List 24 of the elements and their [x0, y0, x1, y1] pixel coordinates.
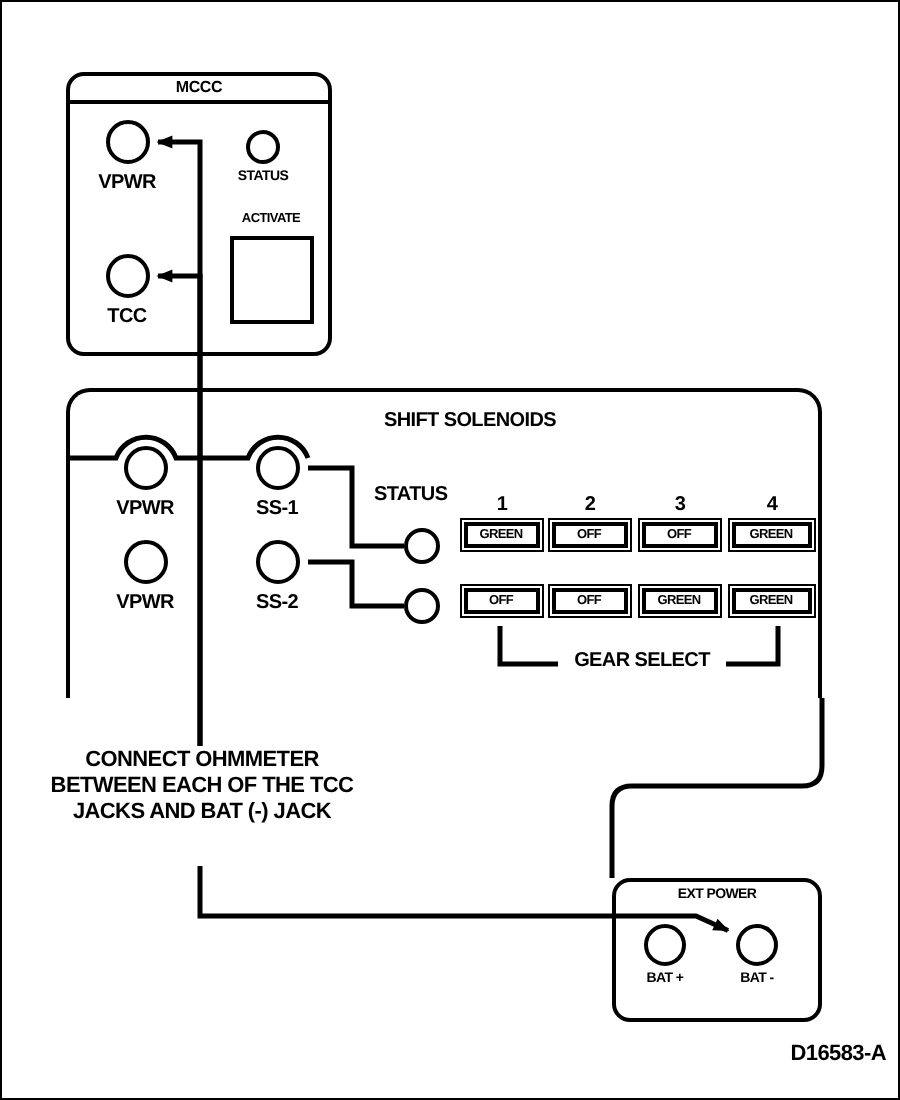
control-panel	[66, 72, 332, 356]
arrow	[156, 269, 203, 746]
jack-label: TCC	[107, 307, 147, 327]
jack-label: VPWR	[98, 173, 156, 193]
indicator-lamp	[403, 527, 439, 563]
jack-label: VPWR	[116, 499, 174, 519]
wire	[609, 698, 825, 878]
column-heading: STATUS	[374, 486, 450, 506]
arrow	[197, 866, 730, 933]
indicator-lamp	[403, 587, 439, 623]
column-number: 4	[764, 496, 780, 516]
control-panel	[66, 388, 822, 698]
panel-title: MCCC	[70, 76, 328, 104]
column-number: 2	[582, 496, 598, 516]
figure-number: D16583-A	[788, 1044, 886, 1066]
control-panel	[612, 878, 822, 1022]
jack-label: VPWR	[116, 593, 174, 613]
jack-label: SS-2	[255, 593, 299, 613]
column-number: 1	[494, 496, 510, 516]
panel-title: SHIFT SOLENOIDS	[381, 410, 559, 432]
jack-label: SS-1	[255, 499, 299, 519]
column-number: 3	[672, 496, 688, 516]
wire	[308, 465, 404, 549]
wire	[308, 559, 404, 609]
